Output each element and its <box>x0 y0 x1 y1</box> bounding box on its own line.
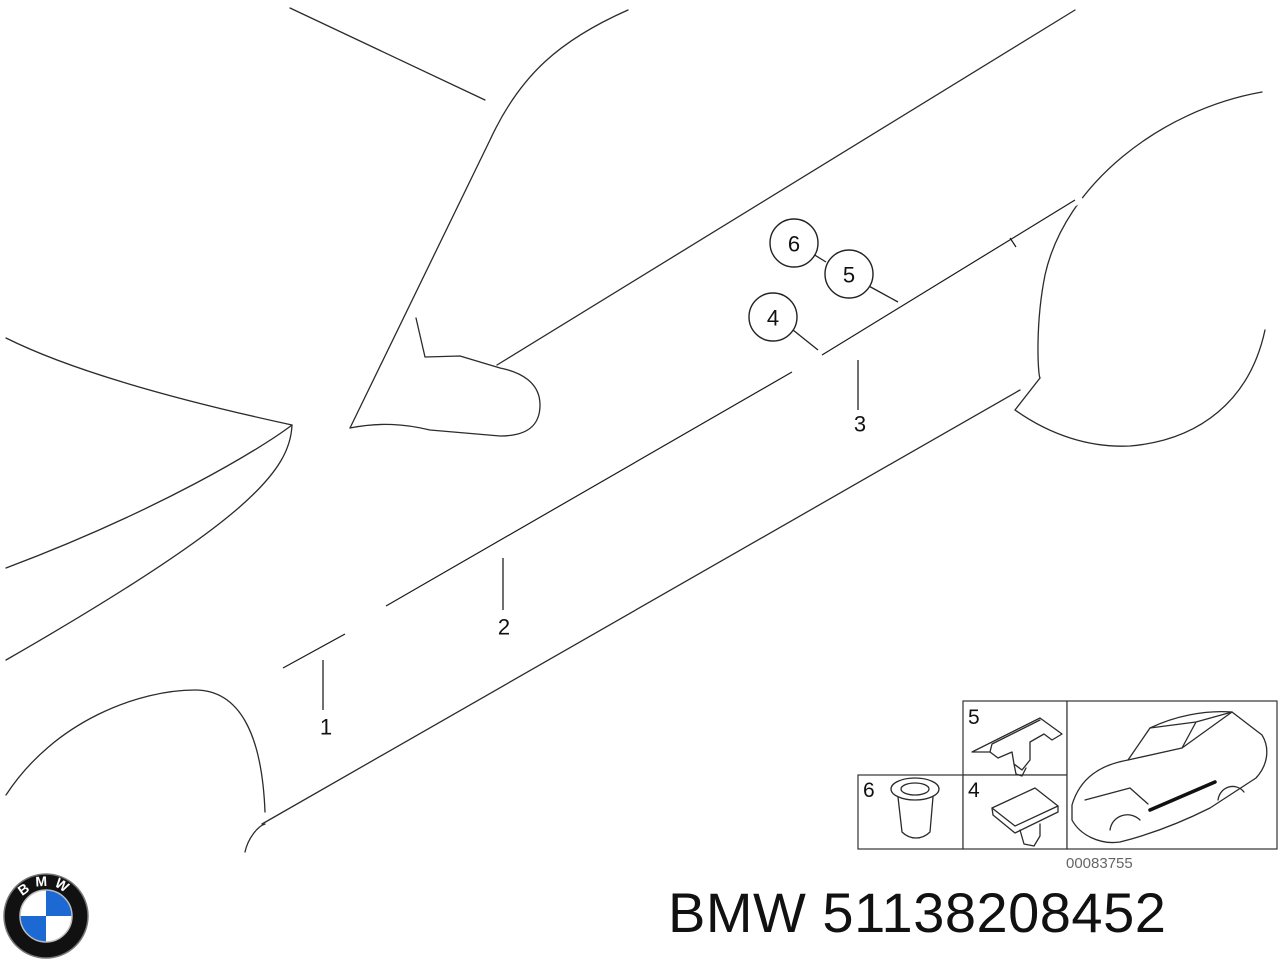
callout-circle-5: 5 <box>824 249 874 299</box>
inset-label-5: 5 <box>968 706 980 729</box>
clip-5-drawing <box>971 717 1063 777</box>
car-outline <box>5 7 1266 853</box>
callout-1: 1 <box>320 715 332 740</box>
callout-5: 5 <box>843 263 855 288</box>
brand-name: BMW <box>668 881 807 944</box>
part-number: 51138208452 <box>822 881 1167 944</box>
inset-panels: 5 6 4 0 <box>857 700 1278 872</box>
grommet-6-drawing <box>890 777 940 839</box>
callout-4: 4 <box>767 306 779 331</box>
inset-label-6: 6 <box>863 779 875 802</box>
inset-label-4: 4 <box>968 779 980 802</box>
bmw-logo: BMW <box>3 873 89 959</box>
callout-2: 2 <box>498 615 510 640</box>
part-caption: BMW 51138208452 <box>668 880 1166 945</box>
callout-3: 3 <box>854 412 866 437</box>
callout-circle-4: 4 <box>748 292 798 342</box>
car-thumbnail-drawing <box>1071 710 1268 844</box>
callout-6: 6 <box>788 232 800 257</box>
moulding-3 <box>812 197 1083 366</box>
callout-circle-6: 6 <box>769 218 819 268</box>
reference-code: 00083755 <box>1066 855 1133 872</box>
moulding-2 <box>377 371 800 617</box>
clip-4-drawing <box>991 787 1059 847</box>
moulding-1 <box>261 626 355 681</box>
